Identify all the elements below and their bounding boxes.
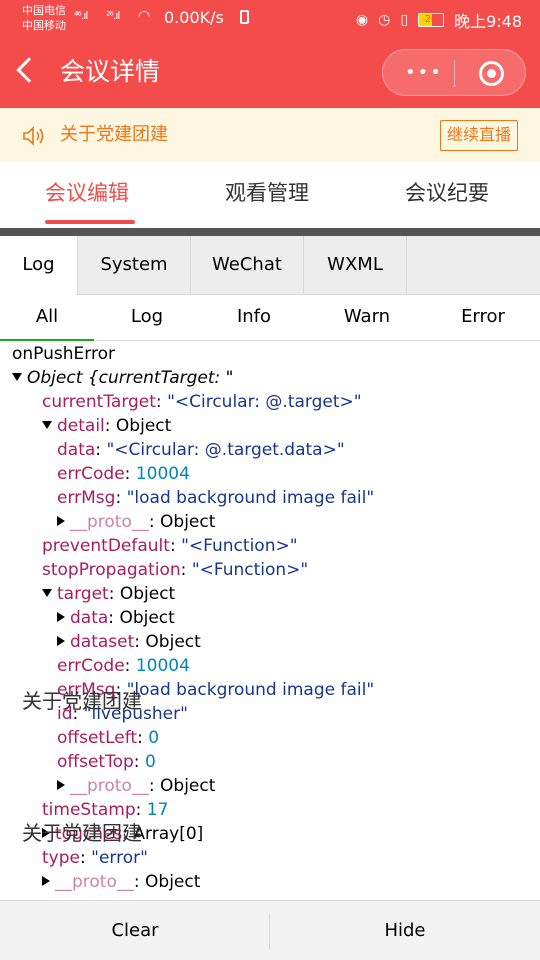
log-entry: id: "livepusher" [57,704,188,724]
nav-bar: 会议详情 ••• [0,38,540,108]
log-title: onPushError [12,344,115,364]
status-bar: 中国电信 中国移动 ⁴⁶.ıl ²⁶.ıl ◠ 0.00K/s ◉ ◷ ▯ 20… [0,0,540,38]
console-log[interactable]: onPushError Object {currentTarget: " cur… [0,342,540,900]
more-dots-icon[interactable]: ••• [405,62,443,83]
log-entry[interactable]: target: Object [42,582,175,606]
lock-icon [240,10,249,24]
log-entry: type: "error" [42,848,148,868]
log-entry[interactable]: data: Object [57,606,175,630]
console-tab-system[interactable]: System [78,236,191,295]
carrier-2: 中国移动 [22,19,66,32]
log-entry: offsetLeft: 0 [57,728,160,748]
collapsed-arrow-icon[interactable] [57,636,65,646]
tab-meeting-minutes[interactable]: 会议纪要 [405,181,489,205]
log-entry[interactable]: __proto__: Object [57,510,215,534]
log-entry: stopPropagation: "<Function>" [42,560,309,580]
status-right: ◉ ◷ ▯ 20 晚上9:48 [356,8,522,32]
notice-text: 关于党建团建 [60,124,168,145]
hide-button[interactable]: Hide [384,920,426,941]
footer-divider [269,913,270,949]
console-filters: All Log Info Warn Error [0,295,540,341]
active-tab-underline [45,220,135,224]
alarm-icon: ◷ [378,12,391,28]
expand-arrow-icon[interactable] [42,589,52,597]
log-entry: errMsg: "load background image fail" [57,680,375,700]
clock: 晚上9:48 [454,12,522,31]
network-speed: 0.00K/s [164,8,224,27]
filter-log[interactable]: Log [130,306,164,327]
continue-live-button[interactable]: 继续直播 [439,120,518,151]
signal-2-icon: ²⁶.ıl [106,9,120,22]
vibrate-icon: ▯ [400,12,409,28]
notice-bar: 关于党建团建 继续直播 [0,108,540,162]
overlay-meeting-title: 关于党建团建 [22,689,142,713]
log-entry[interactable]: __proto__: Object [42,870,200,894]
console-top-border [0,228,540,236]
collapsed-arrow-icon[interactable] [57,516,65,526]
log-entry: preventDefault: "<Function>" [42,536,298,556]
collapsed-arrow-icon[interactable] [57,612,65,622]
clear-button[interactable]: Clear [111,920,159,941]
overlay-meeting-title: 关于党建团建 [22,821,142,845]
log-entry: currentTarget: "<Circular: @.target>" [42,392,362,412]
console-footer: Clear Hide [0,900,540,960]
log-entry[interactable]: detail: Object [42,414,171,438]
log-entry: timeStamp: 17 [42,800,169,820]
console-tab-wxml[interactable]: WXML [304,236,407,295]
eye-icon: ◉ [355,12,369,28]
tab-viewing-management[interactable]: 观看管理 [225,181,309,205]
carrier-1: 中国电信 [22,4,66,17]
console-tab-wechat[interactable]: WeChat [191,236,304,295]
close-miniprogram-icon[interactable] [479,61,504,86]
collapsed-arrow-icon[interactable] [42,876,50,886]
back-arrow-icon[interactable] [16,57,42,83]
mini-program-capsule: ••• [382,49,526,96]
filter-error[interactable]: Error [461,306,505,327]
log-entry: errCode: 10004 [57,464,190,484]
signal-1-icon: ⁴⁶.ıl [74,9,88,22]
capsule-divider [454,60,455,87]
page-title: 会议详情 [60,57,161,86]
console-tab-log[interactable]: Log [0,236,78,295]
wifi-icon: ◠ [138,8,151,24]
battery-icon: 20 [418,13,445,27]
tab-meeting-edit[interactable]: 会议编辑 [45,181,129,205]
log-entry: offsetTop: 0 [57,752,156,772]
log-entry: data: "<Circular: @.target.data>" [57,440,345,460]
log-entry: errCode: 10004 [57,656,190,676]
expand-arrow-icon[interactable] [42,421,52,429]
filter-all[interactable]: All [0,295,94,341]
expand-arrow-icon[interactable] [12,373,22,381]
log-entry: errMsg: "load background image fail" [57,488,375,508]
speaker-icon [23,126,44,146]
collapsed-arrow-icon[interactable] [57,780,65,790]
console-tabs: Log System WeChat WXML [0,236,540,295]
log-entry[interactable]: dataset: Object [57,630,201,654]
filter-warn[interactable]: Warn [343,306,391,327]
main-tabs: 会议编辑 观看管理 会议纪要 [0,162,540,228]
filter-info[interactable]: Info [236,306,272,327]
log-entry[interactable]: __proto__: Object [57,774,215,798]
log-object-root[interactable]: Object {currentTarget: " [12,366,233,390]
carrier-info: 中国电信 中国移动 [22,3,66,33]
log-entry[interactable]: touches: Array[0] [42,822,203,846]
collapsed-arrow-icon[interactable] [42,828,50,838]
